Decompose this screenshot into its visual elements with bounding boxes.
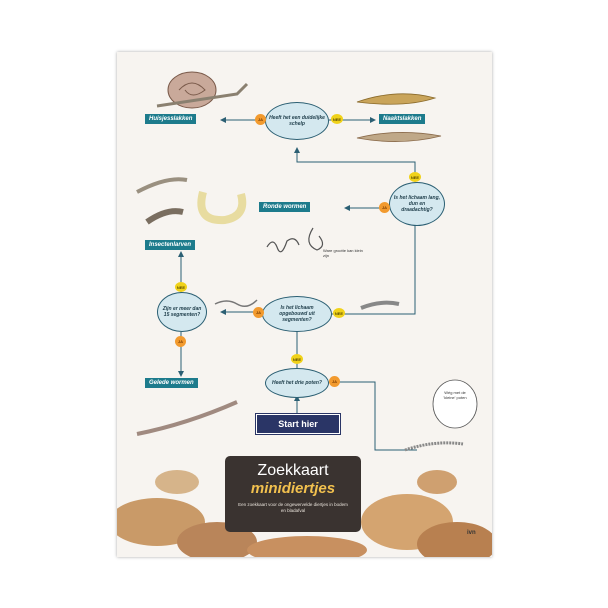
question-long-body-text: Is het lichaam lang, dun en draadachtig? <box>393 195 441 213</box>
yes-badge: JA <box>175 336 186 347</box>
speech-bubble <box>432 379 478 429</box>
no-badge: NEE <box>331 114 343 124</box>
title-line-1: Zoekkaart <box>257 462 329 479</box>
label-gelede-wormen: Gelede wormen <box>145 378 198 388</box>
label-ronde-wormen: Ronde wormen <box>259 202 311 212</box>
no-badge: NEE <box>175 282 187 292</box>
snail-illustration <box>156 71 249 109</box>
title-subtitle: Een zoekkaart voor de ongewervelde diert… <box>238 502 348 513</box>
slug-illustration-2 <box>356 132 442 142</box>
leaf-litter-illustration <box>117 470 492 557</box>
question-more-segments-text: Zijn er meer dan 15 segmenten? <box>162 306 202 318</box>
key-card: Heeft het een duidelijke schelp Is het l… <box>117 52 492 557</box>
larva-illustration <box>136 177 188 194</box>
worm-illustration-2 <box>360 300 400 310</box>
label-insectenlarven: Insectenlarven <box>145 240 196 250</box>
yes-badge: JA <box>329 376 340 387</box>
earthworm-illustration <box>136 400 238 436</box>
no-badge: NEE <box>409 172 421 182</box>
question-more-segments: Zijn er meer dan 15 segmenten? <box>157 292 207 332</box>
label-huisjesslakken: Huisjesslakken <box>145 114 197 124</box>
ivn-logo: ivn <box>467 530 476 536</box>
no-badge: NEE <box>333 308 345 318</box>
yes-badge: JA <box>253 307 264 318</box>
question-legs-text: Heeft het drie poten? <box>271 380 322 386</box>
yes-badge: JA <box>379 202 390 213</box>
question-shell: Heeft het een duidelijke schelp <box>265 102 329 140</box>
start-here-box: Start hier <box>256 414 340 434</box>
yes-badge: JA <box>255 114 266 125</box>
larva-illustration-2 <box>145 208 184 225</box>
connector-lines <box>117 71 492 557</box>
slug-illustration <box>356 93 437 105</box>
size-note: Ware grootte kan klein zijn <box>323 248 363 258</box>
millipede-illustration <box>404 441 464 452</box>
question-long-body: Is het lichaam lang, dun en draadachtig? <box>389 182 445 226</box>
question-segments-text: Is het lichaam opgebouwd uit segmenten? <box>279 305 315 323</box>
roundworm-illustration <box>266 227 324 253</box>
question-shell-text: Heeft het een duidelijke schelp <box>269 115 325 127</box>
question-legs: Heeft het drie poten? <box>265 368 329 398</box>
no-badge: NEE <box>291 354 303 364</box>
bubble-text: Wég met de 'kleine' poten <box>443 390 467 400</box>
title-line-2: minidiertjes <box>250 480 336 497</box>
worm-illustration <box>214 299 258 307</box>
question-segments: Is het lichaam opgebouwd uit segmenten? <box>262 296 332 332</box>
label-naaktslakken: Naaktslakken <box>379 114 426 124</box>
title-box: Zoekkaart minidiertjes Een zoekkaart voo… <box>225 456 361 532</box>
grub-illustration <box>197 190 247 225</box>
